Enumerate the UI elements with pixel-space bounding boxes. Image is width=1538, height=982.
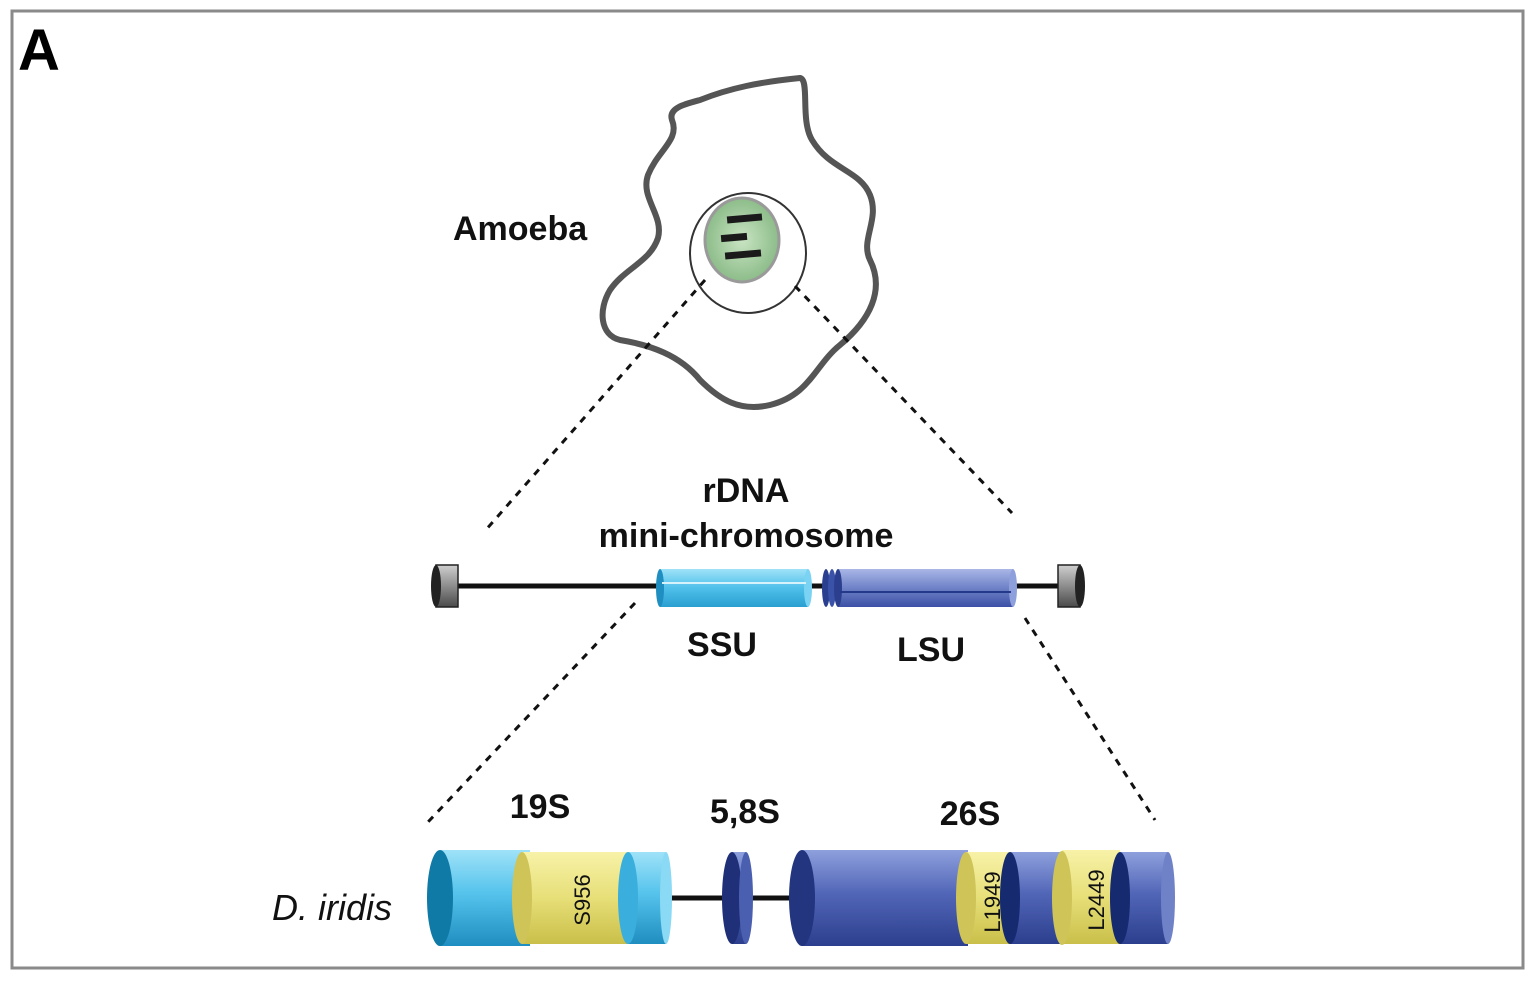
amoeba-cell [599, 75, 879, 411]
intron-l2449-label: L2449 [1084, 869, 1109, 930]
lsu-label: LSU [897, 631, 965, 669]
gene-19s-label: 19S [510, 788, 571, 826]
gene-58s [722, 852, 753, 944]
minichromosome [431, 564, 1085, 608]
gene-58s-label: 5,8S [710, 793, 780, 831]
gene-19s [427, 850, 672, 946]
gene-26s-label: 26S [940, 795, 1001, 833]
gene-26s [789, 850, 1175, 946]
rna-58s-small [822, 569, 836, 607]
intron-l1949-label: L1949 [980, 871, 1005, 932]
panel-letter: A [18, 18, 60, 83]
lsu-cylinder [834, 569, 1017, 607]
amoeba-label: Amoeba [453, 210, 588, 248]
chromosome-marks [720, 213, 763, 260]
ssu-cylinder [656, 569, 812, 607]
telomere-left [431, 564, 459, 608]
species-label: D. iridis [272, 887, 392, 928]
telomere-right [1057, 564, 1085, 608]
figure-border [10, 9, 1525, 970]
minichromosome-label: mini-chromosome [599, 517, 894, 555]
zoom-lines-bottom [426, 601, 1157, 824]
ssu-label: SSU [687, 626, 757, 664]
rdna-label: rDNA [703, 472, 790, 510]
intron-s956-label: S956 [570, 874, 595, 925]
zoom-lines-top [482, 279, 1014, 533]
